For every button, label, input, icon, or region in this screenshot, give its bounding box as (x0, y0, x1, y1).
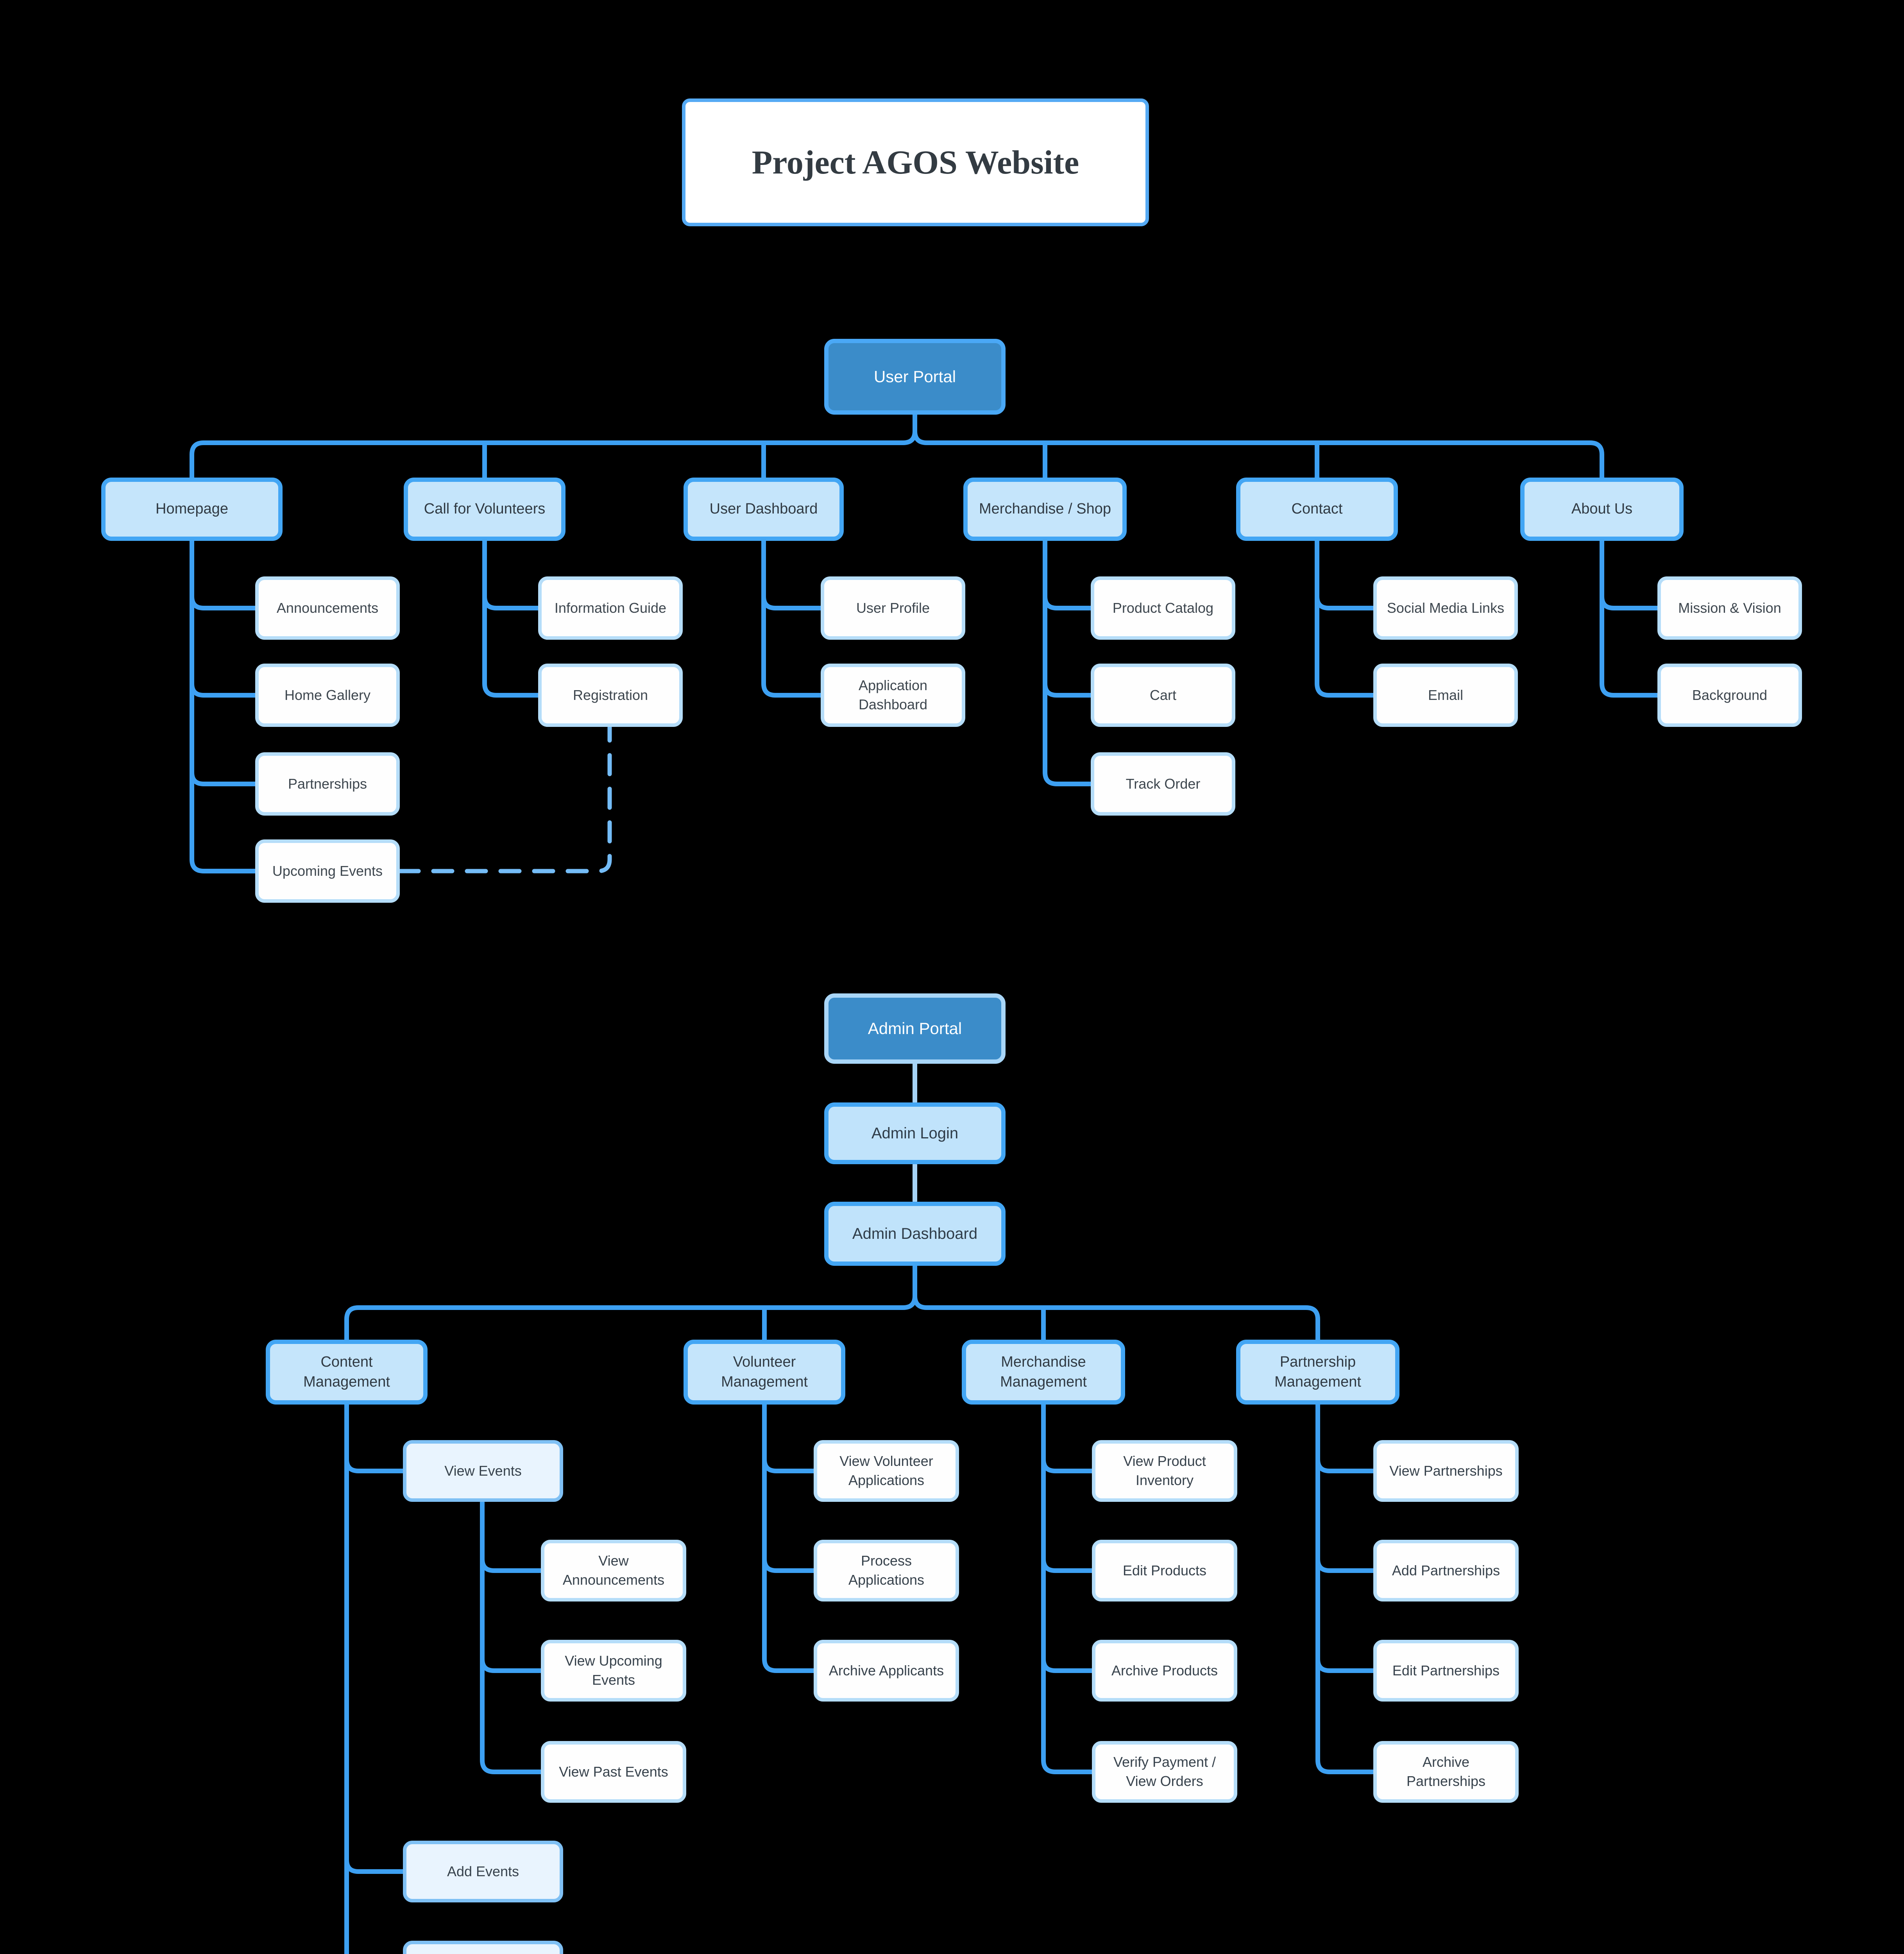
node-email: Email (1373, 664, 1518, 727)
node-edit-products: Edit Products (1092, 1540, 1237, 1601)
node-archive-products: Archive Products (1092, 1640, 1237, 1702)
node-background: Background (1657, 664, 1802, 727)
node-upcoming-events: Upcoming Events (255, 839, 400, 903)
node-contact: Contact (1236, 478, 1398, 541)
dashed-upcoming-to-registration-connector (397, 725, 612, 873)
node-view-product-inventory: View Product Inventory (1092, 1440, 1237, 1502)
node-home-gallery: Home Gallery (255, 664, 400, 727)
node-admin-dashboard: Admin Dashboard (824, 1202, 1006, 1266)
node-admin-login: Admin Login (824, 1102, 1006, 1164)
node-view-upcoming-events: View Upcoming Events (541, 1640, 686, 1702)
node-view-past-events: View Past Events (541, 1741, 686, 1803)
node-application-dashboard: Application Dashboard (821, 664, 965, 727)
node-partnerships: Partnerships (255, 752, 400, 816)
node-verify-payment-view-orders: Verify Payment / View Orders (1092, 1741, 1237, 1803)
node-edit-partnerships: Edit Partnerships (1373, 1640, 1519, 1702)
node-product-catalog: Product Catalog (1091, 576, 1235, 640)
node-mission-vision: Mission & Vision (1657, 576, 1802, 640)
node-archive-applicants: Archive Applicants (814, 1640, 959, 1702)
node-user-dashboard: User Dashboard (684, 478, 844, 541)
node-partnership-management: Partnership Management (1236, 1340, 1399, 1405)
node-view-events: View Events (403, 1440, 563, 1502)
node-merchandise-shop: Merchandise / Shop (963, 478, 1127, 541)
node-add-events: Add Events (403, 1841, 563, 1902)
node-view-partnerships: View Partnerships (1373, 1440, 1519, 1502)
node-volunteer-management: Volunteer Management (684, 1340, 845, 1405)
node-call-for-volunteers: Call for Volunteers (404, 478, 565, 541)
node-cart: Cart (1091, 664, 1235, 727)
diagram-title: Project AGOS Website (682, 98, 1149, 226)
node-homepage: Homepage (101, 478, 283, 541)
node-information-guide: Information Guide (538, 576, 683, 640)
node-content-management: Content Management (266, 1340, 428, 1405)
node-track-order: Track Order (1091, 752, 1235, 816)
node-edit-events: Edit Events (403, 1941, 563, 1954)
node-add-partnerships: Add Partnerships (1373, 1540, 1519, 1601)
node-archive-partnerships: Archive Partnerships (1373, 1741, 1519, 1803)
node-view-announcements: View Announcements (541, 1540, 686, 1601)
node-announcements: Announcements (255, 576, 400, 640)
node-admin-portal: Admin Portal (824, 993, 1006, 1064)
node-view-volunteer-applications: View Volunteer Applications (814, 1440, 959, 1502)
node-user-portal: User Portal (824, 339, 1006, 415)
node-social-media-links: Social Media Links (1373, 576, 1518, 640)
node-user-profile: User Profile (821, 576, 965, 640)
node-merchandise-management: Merchandise Management (962, 1340, 1125, 1405)
node-registration: Registration (538, 664, 683, 727)
node-process-applications: Process Applications (814, 1540, 959, 1601)
node-about-us: About Us (1520, 478, 1684, 541)
